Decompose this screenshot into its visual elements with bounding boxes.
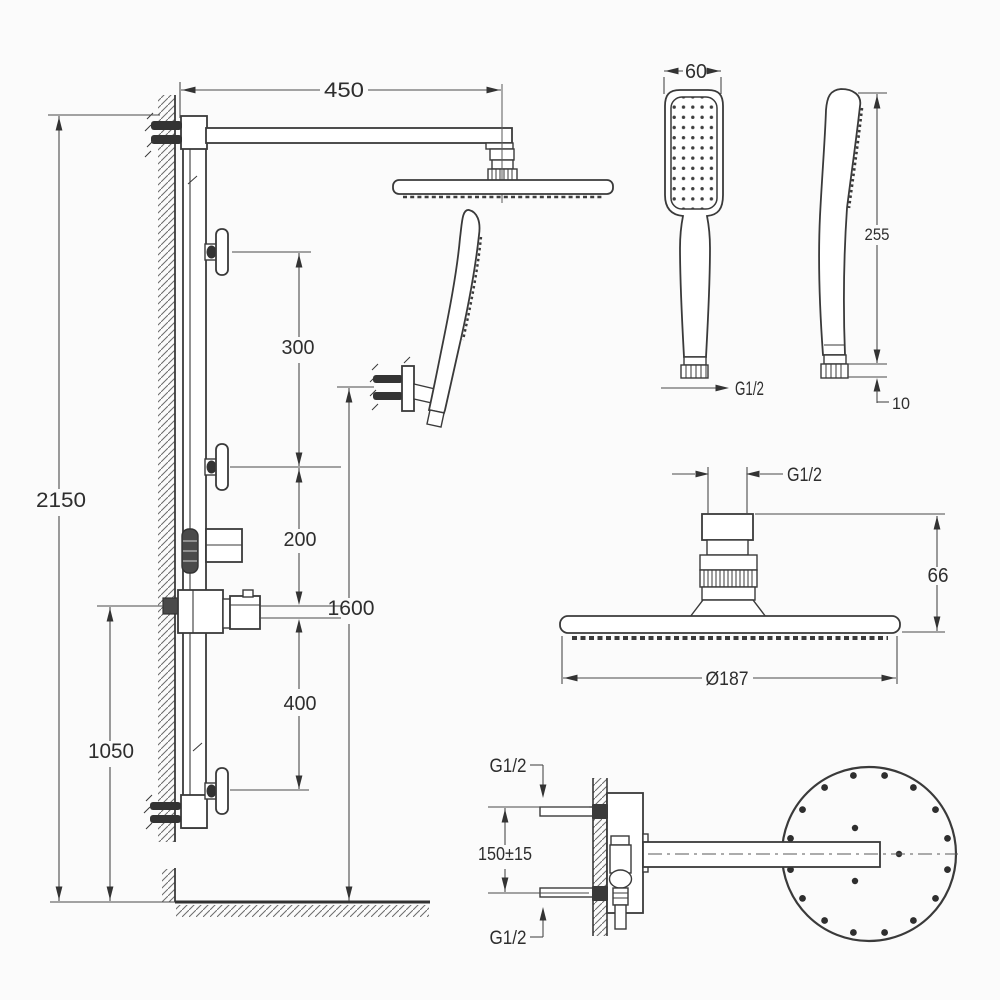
body-jet-middle <box>204 443 229 491</box>
valve-body <box>177 589 224 634</box>
dim-label-thread-bottom: G1/2 <box>490 928 527 949</box>
dim-66: 66 <box>755 513 949 633</box>
body-jet-bottom <box>204 767 229 815</box>
dim-label-total-height: 2150 <box>36 489 86 512</box>
break-marks <box>187 175 203 752</box>
connector-nut <box>820 363 849 379</box>
jet-plate <box>215 228 229 276</box>
dim-150: 150±15 <box>478 806 589 894</box>
shower-disk <box>559 615 901 634</box>
dim-diameter-187: Ø187 <box>561 636 898 690</box>
arm-bar <box>205 127 513 144</box>
jet-bolt <box>206 784 217 798</box>
wall <box>592 778 608 936</box>
overhead-shower-side-view: G1/2 66 Ø187 <box>559 465 949 690</box>
wand-connector <box>426 409 445 428</box>
dim-label-hand-shower-height: 1600 <box>328 597 375 620</box>
dim-label-length: 255 <box>865 225 890 244</box>
overhead-shower-head <box>392 179 614 199</box>
spray-face <box>670 96 718 210</box>
jet-bolt <box>206 460 217 474</box>
wall-hatching <box>593 778 607 936</box>
body-jet-top <box>204 228 229 276</box>
dim-label-arm-length: 450 <box>324 79 364 102</box>
hand-shower-front-view: 60 G1/2 <box>661 61 764 400</box>
dim-chain-jets: 300 200 400 <box>230 251 341 791</box>
thermostatic-valve <box>162 589 261 634</box>
shower-disk <box>392 179 614 195</box>
dim-g12-bottom: G1/2 <box>490 907 547 949</box>
hand-shower <box>426 209 483 428</box>
hand-shower-side-view: 255 10 <box>818 88 910 413</box>
top-mount-bolt <box>151 135 182 144</box>
holder-bolt <box>373 392 403 400</box>
connector-nut <box>680 364 709 379</box>
jet-bolt <box>206 245 217 259</box>
hand-shower-holder <box>369 356 436 412</box>
bottom-mount-bolt <box>150 815 181 823</box>
top-mount-bolt <box>151 121 182 130</box>
dim-label-nozzle-offset: 10 <box>892 394 910 413</box>
jet-plate <box>215 443 229 491</box>
dim-label-head-width: 60 <box>685 61 707 83</box>
hose-fitting <box>608 835 633 930</box>
dim-g12-overhead: G1/2 <box>672 465 822 514</box>
jet-plate <box>215 767 229 815</box>
profile-nozzles <box>847 107 864 209</box>
wall-corner-hatching <box>162 869 175 902</box>
dim-g12-front: G1/2 <box>661 379 764 400</box>
dim-label-thread-top: G1/2 <box>490 756 527 777</box>
wall-inlet <box>162 597 180 615</box>
thread-stem <box>701 513 754 541</box>
floor <box>50 900 430 917</box>
column-bottom-bracket <box>180 794 208 829</box>
joint-flare <box>688 599 768 618</box>
column-top-bracket <box>180 115 208 150</box>
diverter-valve <box>181 528 243 574</box>
hand-shower-profile <box>818 88 862 356</box>
hand-shower-wand <box>427 209 481 415</box>
dim-1050: 1050 <box>88 605 163 901</box>
wall <box>158 95 176 902</box>
shower-arm <box>205 84 518 203</box>
wand-nozzles <box>461 236 483 341</box>
column-body <box>182 116 207 829</box>
dim-10: 10 <box>848 376 910 413</box>
main-elevation-view: 450 2150 1050 300 2 <box>36 79 614 917</box>
dim-label-head-height: 66 <box>928 565 949 587</box>
wall-hatching <box>158 95 175 842</box>
inlet-bolt-top <box>592 804 608 819</box>
valve-handle <box>229 595 261 630</box>
dim-label-valve-height: 1050 <box>88 740 134 763</box>
shower-column <box>143 112 208 830</box>
dim-label-jet-gap-bottom: 400 <box>284 693 317 715</box>
holder-plate <box>401 365 415 412</box>
inlet-stub-top <box>539 806 594 817</box>
floor-hatching <box>176 905 429 917</box>
dim-label-diameter: Ø187 <box>706 669 749 690</box>
holder-bolt <box>373 375 403 383</box>
nozzle-dots <box>787 772 951 936</box>
dim-255: 255 <box>848 92 890 365</box>
dim-2150: 2150 <box>36 114 160 901</box>
dim-450: 450 <box>179 79 501 118</box>
dim-1600: 1600 <box>328 386 375 901</box>
inlet-bolt-bottom <box>592 886 608 901</box>
dim-label-jet-gap-top: 300 <box>282 337 315 359</box>
dim-label-thread-front: G1/2 <box>735 379 764 400</box>
dim-g12-top: G1/2 <box>490 756 547 798</box>
dim-60: 60 <box>663 61 722 94</box>
shower-arm-top-view: G1/2 150±15 G1/2 <box>478 756 958 949</box>
dim-label-inlet-spacing: 150±15 <box>478 844 532 864</box>
bottom-mount-bolt <box>150 802 181 810</box>
dim-label-jet-gap-middle: 200 <box>284 529 317 551</box>
dim-label-thread-overhead: G1/2 <box>787 465 822 486</box>
